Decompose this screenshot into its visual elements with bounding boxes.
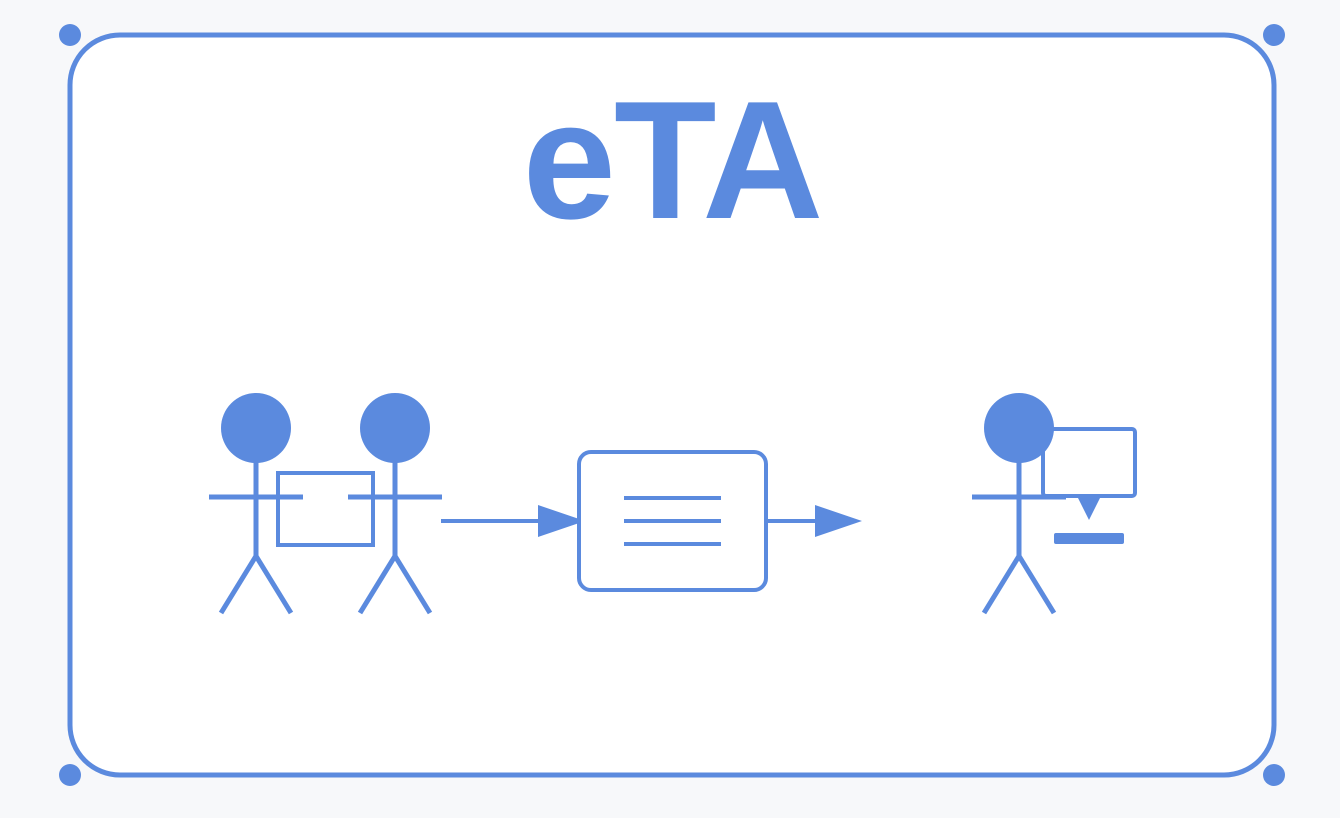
diagram-title: eTA xyxy=(523,66,822,254)
arrow-right-icon xyxy=(766,505,862,537)
person-icon xyxy=(209,393,303,615)
selection-handle-icon[interactable] xyxy=(59,764,81,786)
selection-handle-icon[interactable] xyxy=(1263,24,1285,46)
selection-handle-icon[interactable] xyxy=(1263,764,1285,786)
person-at-computer-icon xyxy=(972,393,1066,615)
arrow-right-icon xyxy=(441,505,585,537)
person-icon xyxy=(348,393,442,615)
document-icon xyxy=(577,450,768,592)
selection-handle-icon[interactable] xyxy=(59,24,81,46)
diagram-frame[interactable] xyxy=(67,32,1277,778)
computer-monitor-icon xyxy=(1041,427,1137,544)
envelope-icon xyxy=(276,471,375,547)
